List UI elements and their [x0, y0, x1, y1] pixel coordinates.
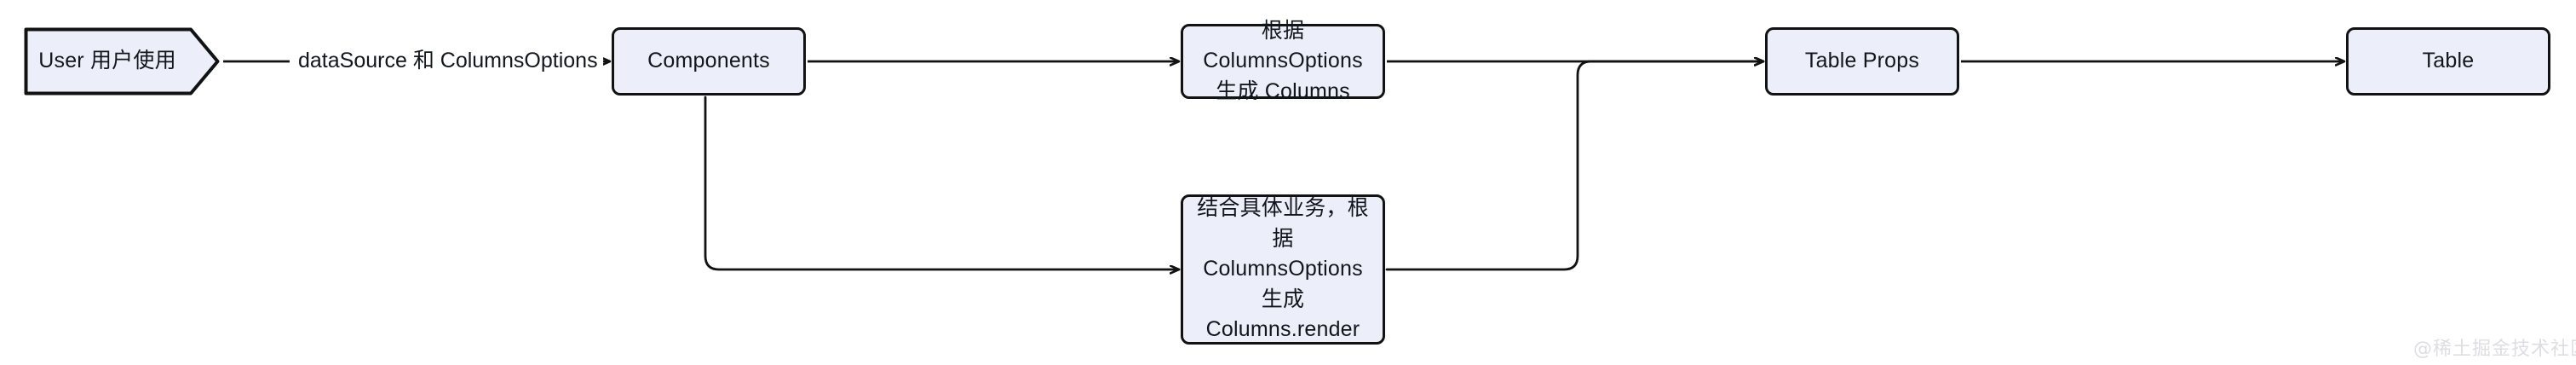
node-table-props[interactable]: Table Props	[1765, 27, 1959, 96]
node-user[interactable]: User 用户使用	[24, 27, 220, 96]
node-user-label: User 用户使用	[38, 49, 176, 73]
node-generate-columns-render[interactable]: 结合具体业务，根据 ColumnsOptions 生成 Columns.rend…	[1181, 194, 1385, 345]
pentagon-shape	[24, 27, 220, 96]
node-generate-columns[interactable]: 根据ColumnsOptions 生成 Columns	[1181, 19, 1385, 103]
node-components[interactable]: Components	[612, 27, 806, 96]
edge-gen-render-to-table-props	[1385, 61, 1765, 271]
node-table[interactable]: Table	[2346, 27, 2550, 96]
edge-label-datasource-columnsoptions: dataSource 和 ColumnsOptions	[293, 50, 603, 72]
edge-components-to-gen-render	[704, 96, 1181, 269]
watermark: @稀土掘金技术社区	[2413, 339, 2576, 360]
